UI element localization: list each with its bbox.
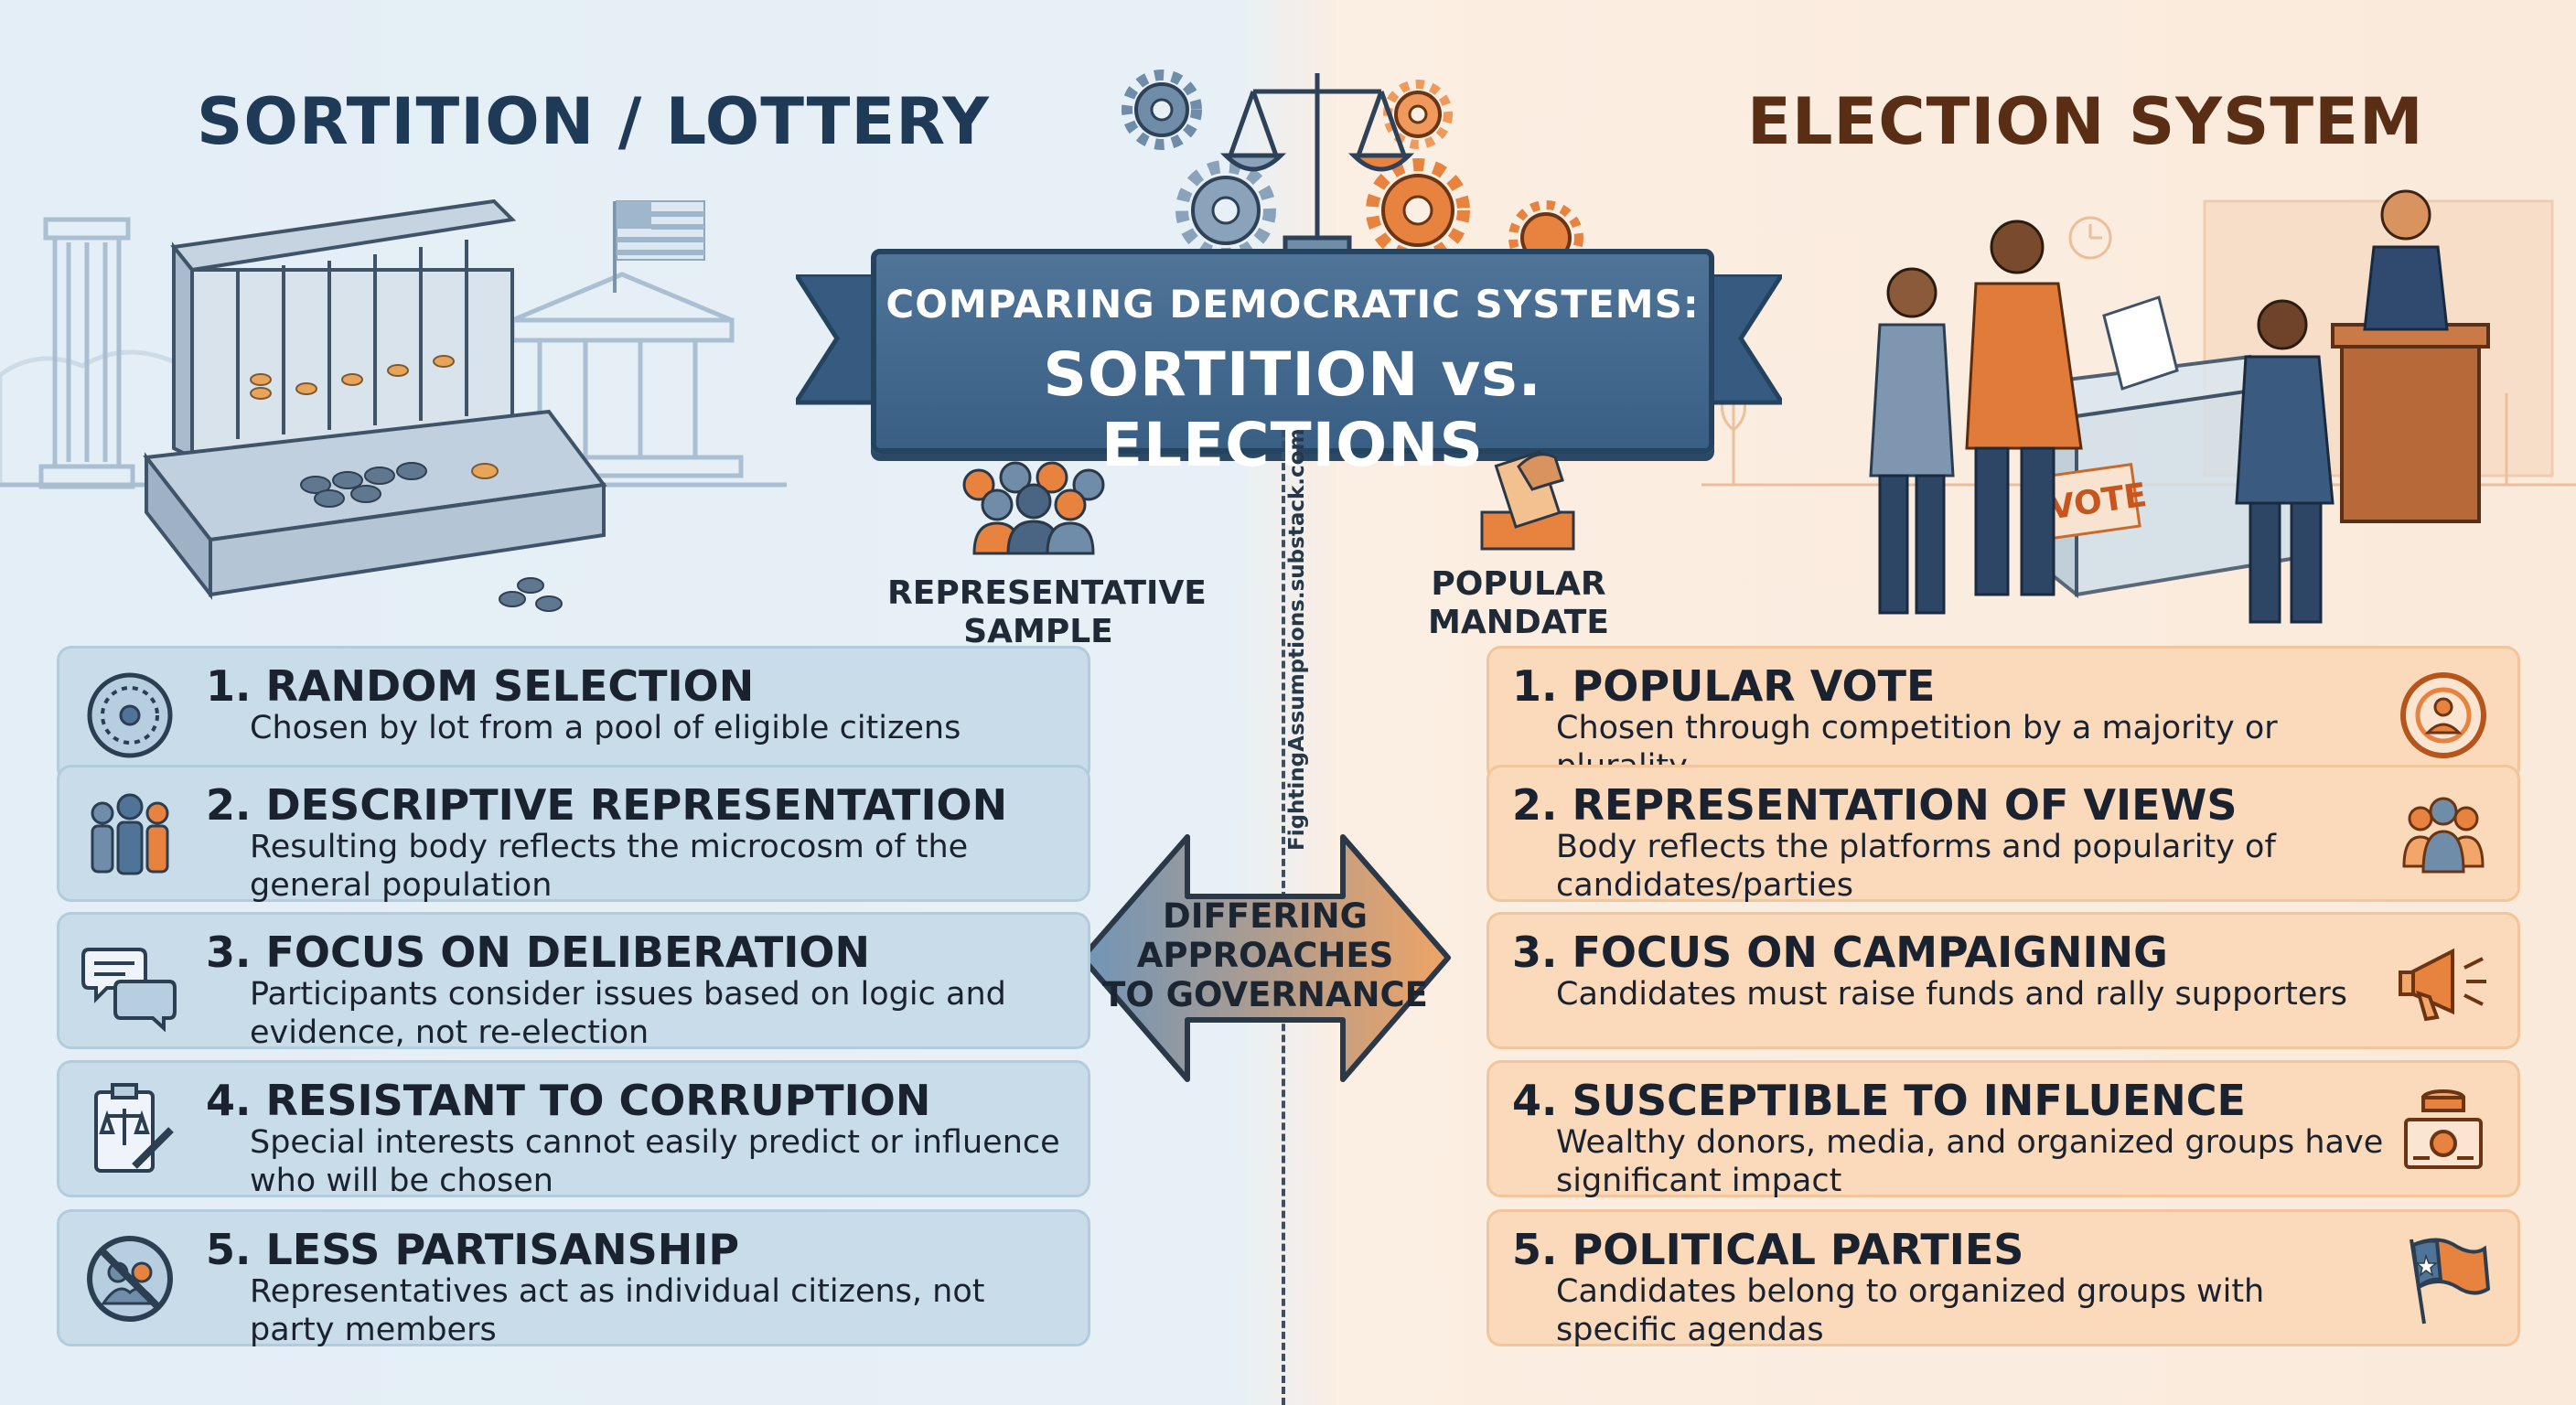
crowd-icon [962, 461, 1105, 555]
card-title: 2. REPRESENTATION OF VIEWS [1512, 780, 2238, 830]
money-icon [2404, 1089, 2483, 1169]
card-description: Participants consider issues based on lo… [250, 976, 1006, 1051]
gear-icon [1122, 70, 1202, 150]
scales-clipboard-icon [94, 1083, 174, 1173]
sortition-card-2: 2. DESCRIPTIVE REPRESENTATION Resulting … [57, 765, 1090, 904]
representative-sample-text: REPRESENTATIVE SAMPLE [887, 574, 1207, 650]
sortition-card-4: 4. RESISTANT TO CORRUPTION Special inter… [57, 1060, 1090, 1199]
card-title: 1. RANDOM SELECTION [206, 661, 755, 711]
card-title: 1. POPULAR VOTE [1512, 661, 1936, 711]
megaphone-icon [2399, 948, 2486, 1022]
kleroterion-illustration [0, 198, 787, 612]
people-group-icon [2402, 797, 2485, 874]
voting-illustration: VOTE [1701, 189, 2576, 624]
popular-mandate-label: POPULAR MANDATE [1381, 565, 1656, 642]
card-description: Special interests cannot easily predict … [250, 1124, 1060, 1199]
sortition-card-3: 3. FOCUS ON DELIBERATION Participants co… [57, 912, 1090, 1051]
representative-sample-label: REPRESENTATIVE SAMPLE [887, 574, 1207, 651]
greek-flag-icon [613, 200, 705, 293]
election-card-3: 3. FOCUS ON CAMPAIGNING Candidates must … [1487, 912, 2520, 1049]
title-banner: COMPARING DEMOCRATIC SYSTEMS: SORTITION … [871, 249, 1714, 480]
election-card-4: 4. SUSCEPTIBLE TO INFLUENCE Wealthy dono… [1487, 1060, 2520, 1199]
banner-subtitle: COMPARING DEMOCRATIC SYSTEMS: [886, 282, 1700, 327]
card-title: 2. DESCRIPTIVE REPRESENTATION [206, 780, 1008, 830]
popular-mandate-text: POPULAR MANDATE [1428, 565, 1609, 641]
scales-gears-illustration [1122, 70, 1583, 274]
card-title: 5. POLITICAL PARTIES [1512, 1225, 2024, 1274]
random-wheel-icon [87, 672, 173, 758]
double-arrow-icon [1079, 834, 1451, 1082]
people-group-icon [91, 793, 169, 875]
banner-title: SORTITION vs. ELECTIONS [1043, 339, 1542, 480]
card-title: 3. FOCUS ON DELIBERATION [206, 928, 870, 977]
ballot-hand-icon [1480, 450, 1575, 551]
arrow-label-text: DIFFERING APPROACHES TO GOVERNANCE [1102, 896, 1428, 1014]
card-description: Body reflects the platforms and populari… [1556, 829, 2276, 904]
no-party-icon [87, 1236, 173, 1322]
card-description: Resulting body reflects the microcosm of… [250, 829, 969, 904]
gear-icon [1175, 160, 1276, 261]
card-description: Wealthy donors, media, and organized gro… [1556, 1124, 2384, 1199]
arrow-label: DIFFERING APPROACHES TO GOVERNANCE [1078, 896, 1453, 1014]
election-title: ELECTION SYSTEM [1747, 84, 2424, 159]
flag-icon [2410, 1238, 2491, 1325]
card-title: 5. LESS PARTISANSHIP [206, 1225, 740, 1274]
scales-icon [1219, 73, 1415, 255]
card-title: 4. SUSCEPTIBLE TO INFLUENCE [1512, 1076, 2246, 1125]
election-card-5: 5. POLITICAL PARTIES Candidates belong t… [1487, 1209, 2520, 1348]
sortition-card-1: 1. RANDOM SELECTION Chosen by lot from a… [57, 646, 1090, 783]
card-description: Chosen by lot from a pool of eligible ci… [250, 710, 961, 746]
election-card-1: 1. POPULAR VOTE Chosen through competiti… [1487, 646, 2520, 785]
gear-icon [1366, 158, 1470, 263]
election-card-2: 2. REPRESENTATION OF VIEWS Body reflects… [1487, 765, 2520, 904]
speech-bubbles-icon [81, 948, 177, 1032]
watermark: FightingAssumptions.substack.com [1285, 428, 1309, 851]
card-description: Candidates must raise funds and rally su… [1556, 976, 2348, 1013]
target-person-icon [2400, 672, 2486, 758]
card-title: 4. RESISTANT TO CORRUPTION [206, 1076, 931, 1125]
card-description: Candidates belong to organized groups wi… [1556, 1273, 2265, 1348]
sortition-title: SORTITION / LOTTERY [197, 84, 990, 159]
sortition-card-5: 5. LESS PARTISANSHIP Representatives act… [57, 1209, 1090, 1348]
card-title: 3. FOCUS ON CAMPAIGNING [1512, 928, 2168, 977]
card-description: Representatives act as individual citize… [250, 1273, 985, 1348]
